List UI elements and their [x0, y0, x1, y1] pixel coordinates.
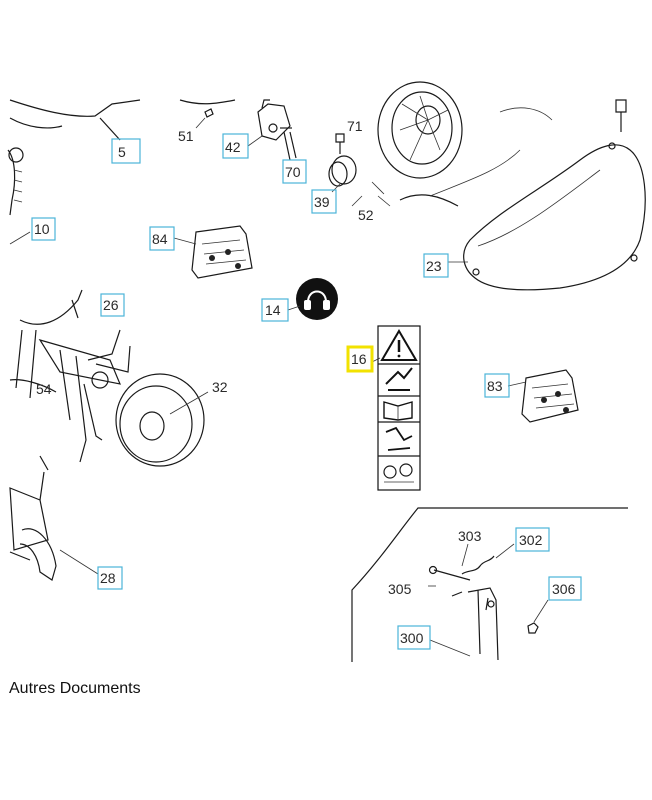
part-label-26: 26	[100, 293, 125, 317]
bracket-42-drawing	[247, 99, 291, 147]
svg-text:26: 26	[103, 297, 119, 313]
warning-sticker-16	[377, 325, 421, 491]
cover-23-drawing	[399, 99, 646, 291]
part-label-52: 52	[358, 207, 374, 223]
pin-70-drawing	[280, 127, 297, 161]
svg-text:5: 5	[118, 144, 126, 160]
svg-text:83: 83	[487, 378, 503, 394]
part-label-28: 28	[97, 566, 123, 590]
svg-text:302: 302	[519, 532, 543, 548]
part-label-300: 300	[397, 625, 431, 650]
svg-text:300: 300	[400, 630, 424, 646]
svg-text:306: 306	[552, 581, 576, 597]
svg-text:10: 10	[34, 221, 50, 237]
decal-84-drawing	[191, 225, 253, 279]
svg-text:84: 84	[152, 231, 168, 247]
bolt-51-drawing	[195, 108, 214, 129]
tines-28-drawing	[9, 455, 99, 581]
svg-text:52: 52	[358, 207, 374, 223]
part-label-302: 302	[515, 527, 550, 552]
footer-caption: Autres Documents	[9, 680, 141, 697]
svg-text:28: 28	[100, 570, 116, 586]
svg-text:32: 32	[212, 379, 228, 395]
part-label-16: 16	[346, 345, 374, 373]
frame-drawing	[7, 99, 236, 216]
part-label-39: 39	[311, 189, 337, 214]
part-label-54: 54	[36, 381, 52, 397]
svg-text:54: 54	[36, 381, 52, 397]
svg-text:51: 51	[178, 128, 194, 144]
svg-text:39: 39	[314, 194, 330, 210]
svg-text:303: 303	[458, 528, 482, 544]
part-label-83: 83	[484, 373, 510, 398]
part-label-305: 305	[388, 581, 412, 597]
part-label-5: 5	[111, 138, 141, 164]
part-label-71: 71	[347, 118, 363, 134]
svg-text:16: 16	[351, 351, 367, 367]
part-label-32: 32	[212, 379, 228, 395]
leader-lines	[9, 195, 527, 387]
svg-text:305: 305	[388, 581, 412, 597]
svg-text:14: 14	[265, 302, 281, 318]
svg-text:23: 23	[426, 258, 442, 274]
lower-assembly-drawing	[351, 507, 628, 662]
part-label-303: 303	[458, 528, 482, 544]
svg-text:71: 71	[347, 118, 363, 134]
part-label-70: 70	[282, 159, 307, 184]
part-label-51: 51	[178, 128, 194, 144]
part-label-23: 23	[423, 253, 449, 278]
part-label-306: 306	[548, 576, 582, 601]
wheel-drawing	[371, 81, 463, 207]
ear-protection-sticker-14	[296, 278, 338, 320]
part-label-10: 10	[31, 217, 56, 241]
roller-39-drawing	[328, 155, 357, 193]
decal-83-drawing	[521, 369, 579, 423]
tines-26-drawing	[9, 289, 131, 463]
svg-text:42: 42	[225, 139, 241, 155]
part-label-42: 42	[222, 133, 249, 159]
svg-text:70: 70	[285, 164, 301, 180]
part-label-84: 84	[149, 226, 175, 251]
screw-71-drawing	[335, 133, 345, 154]
part-label-14: 14	[261, 298, 289, 322]
disc-32-drawing	[115, 373, 209, 467]
